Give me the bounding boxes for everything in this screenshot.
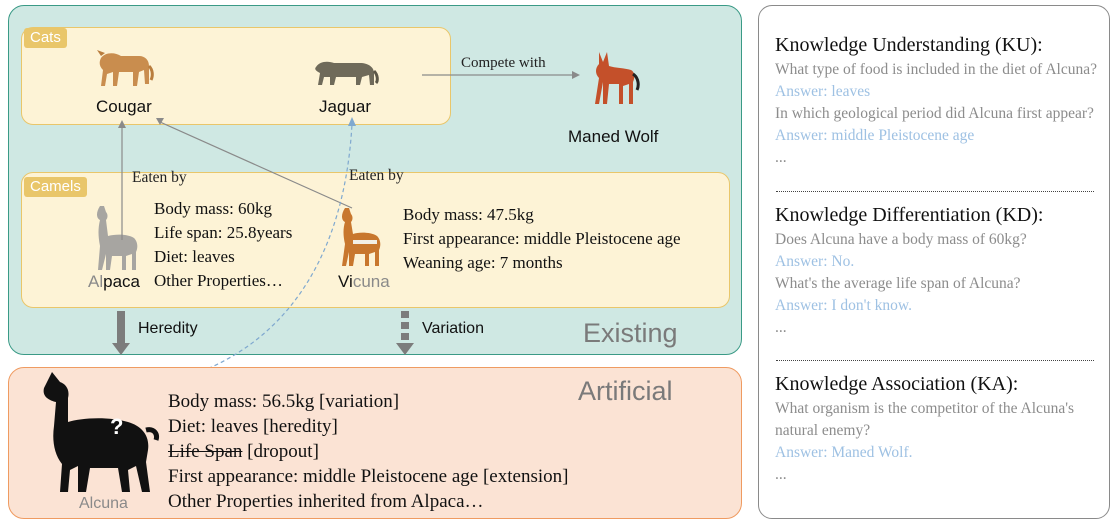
heredity-label: Heredity bbox=[138, 320, 198, 338]
alcuna-attr: Diet: leaves [heredity] bbox=[168, 414, 568, 439]
kd-section: Knowledge Differentiation (KD): Does Alc… bbox=[775, 204, 1105, 339]
ku-a2: Answer: middle Pleistocene age bbox=[775, 127, 974, 144]
alcuna-jaguar-dashed-link bbox=[148, 124, 352, 387]
divider bbox=[776, 191, 1094, 192]
ku-q2: In which geological period did Alcuna fi… bbox=[775, 103, 1105, 147]
ku-q1: What type of food is included in the die… bbox=[775, 59, 1105, 103]
kd-a2: Answer: I don't know. bbox=[775, 295, 1105, 317]
heredity-arrow bbox=[110, 311, 132, 357]
eaten-by-vicuna-arrow bbox=[160, 122, 352, 208]
dropout-struck: Life Span bbox=[168, 441, 242, 462]
artificial-label: Artificial bbox=[578, 376, 673, 407]
divider bbox=[776, 360, 1094, 361]
ku-q2-text: In which geological period did Alcuna fi… bbox=[775, 105, 1094, 122]
kd-ellipsis: ... bbox=[775, 317, 1105, 339]
eaten-by-left-label: Eaten by bbox=[132, 169, 187, 187]
eaten-by-right-label: Eaten by bbox=[349, 167, 404, 185]
ka-q1: What organism is the competitor of the A… bbox=[775, 398, 1105, 442]
ka-title: Knowledge Association (KA): bbox=[775, 373, 1105, 396]
ku-ellipsis: ... bbox=[775, 147, 1105, 169]
alcuna-attributes: Body mass: 56.5kg [variation] Diet: leav… bbox=[168, 389, 568, 514]
dropout-tag: [dropout] bbox=[242, 441, 319, 462]
kd-a1: Answer: No. bbox=[775, 251, 1105, 273]
alcuna-label: Alcuna bbox=[79, 495, 128, 513]
ka-a1: Answer: Maned Wolf. bbox=[775, 442, 1105, 464]
alcuna-icon: ? bbox=[38, 370, 160, 494]
variation-arrow bbox=[394, 311, 416, 357]
ka-section: Knowledge Association (KA): What organis… bbox=[775, 373, 1105, 486]
ka-ellipsis: ... bbox=[775, 464, 1105, 486]
ku-section: Knowledge Understanding (KU): What type … bbox=[775, 34, 1105, 169]
kd-q2: What's the average life span of Alcuna? bbox=[775, 273, 1105, 295]
ku-title: Knowledge Understanding (KU): bbox=[775, 34, 1105, 57]
alcuna-attr-dropout: Life Span [dropout] bbox=[168, 439, 568, 464]
alcuna-attr: Other Properties inherited from Alpaca… bbox=[168, 489, 568, 514]
ku-q1-text: What type of food is included in the die… bbox=[775, 61, 1097, 78]
question-mark-icon: ? bbox=[110, 414, 123, 439]
ku-a1: Answer: leaves bbox=[775, 83, 870, 100]
kd-q1: Does Alcuna have a body mass of 60kg? bbox=[775, 229, 1105, 251]
alcuna-attr: First appearance: middle Pleistocene age… bbox=[168, 464, 568, 489]
variation-label: Variation bbox=[422, 320, 484, 338]
kd-title: Knowledge Differentiation (KD): bbox=[775, 204, 1105, 227]
alcuna-attr: Body mass: 56.5kg [variation] bbox=[168, 389, 568, 414]
